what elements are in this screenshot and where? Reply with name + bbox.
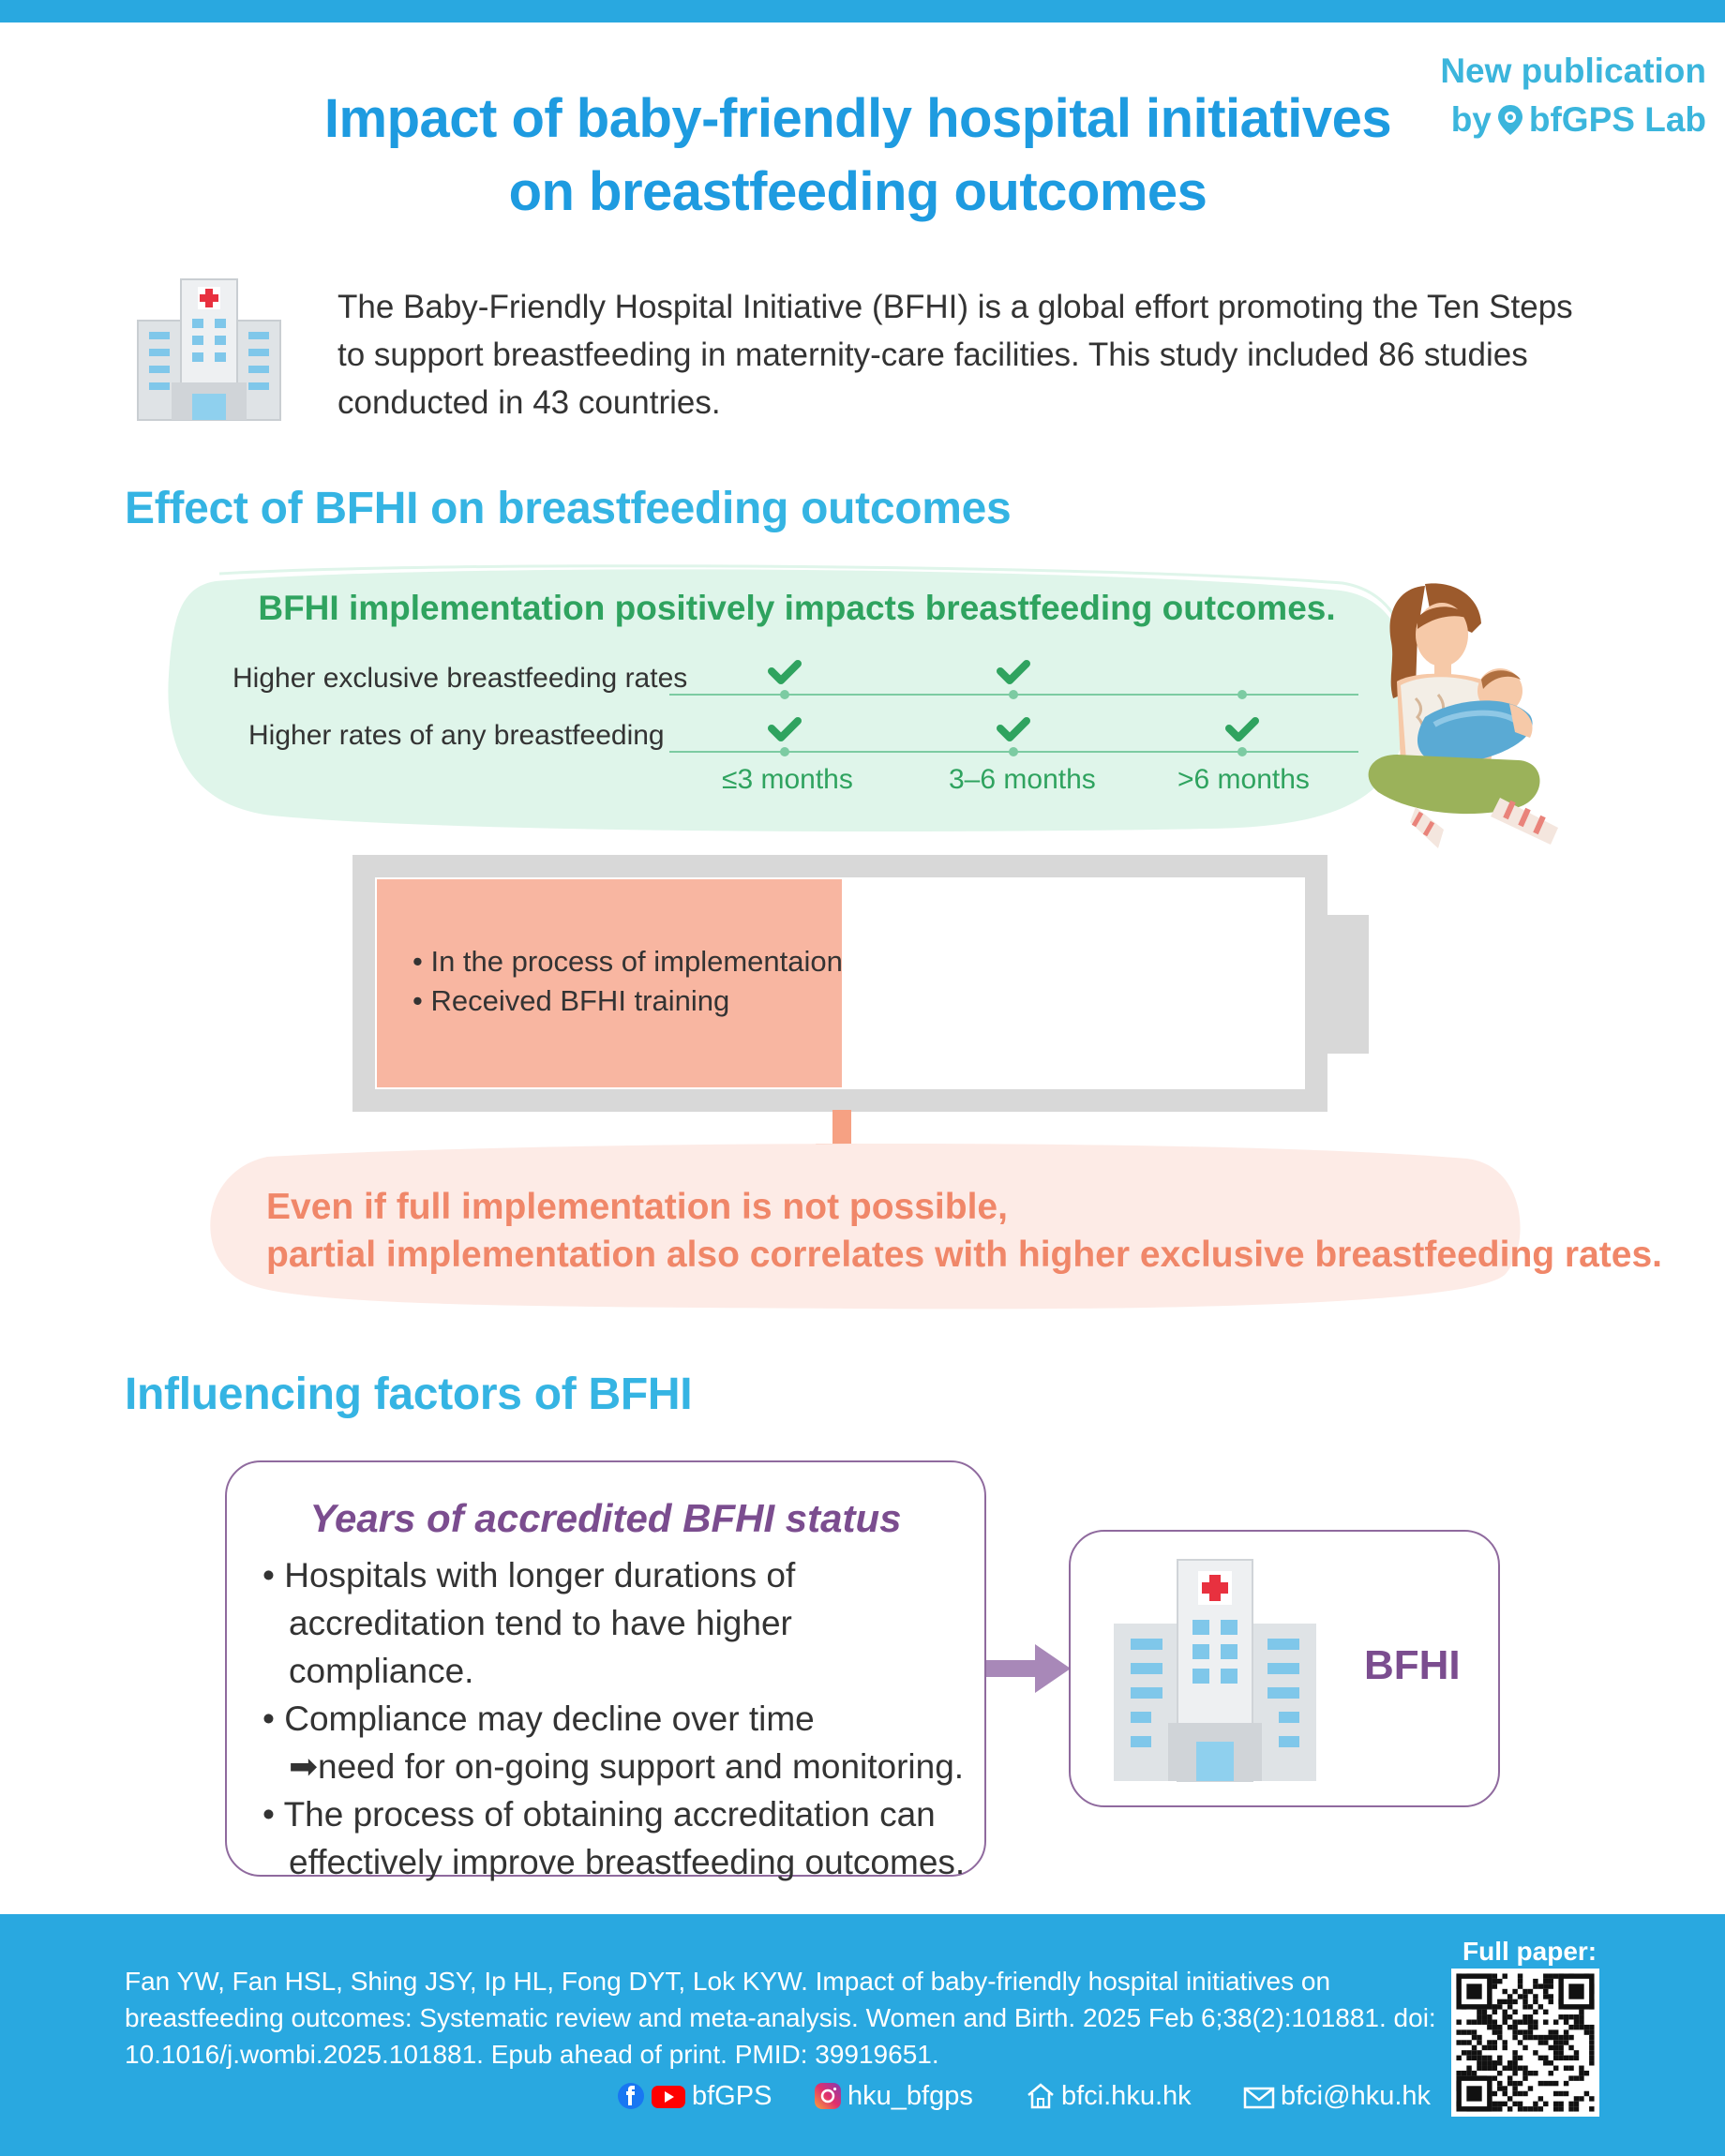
- website-url: bfci.hku.hk: [1061, 2081, 1192, 2111]
- title-line-1: Impact of baby-friendly hospital initiat…: [323, 88, 1392, 149]
- website-link[interactable]: bfci.hku.hk: [1026, 2081, 1192, 2112]
- accreditation-card: [225, 1460, 986, 1877]
- top-accent-bar: [0, 0, 1725, 22]
- right-arrow-icon: [986, 1644, 1071, 1698]
- hospital-icon: [136, 277, 282, 427]
- hospital-icon: [1112, 1558, 1318, 1788]
- home-icon: [1028, 2083, 1054, 2109]
- social-facebook-youtube[interactable]: bfGPS: [617, 2081, 772, 2112]
- social-instagram[interactable]: hku_bfgps: [814, 2081, 973, 2112]
- check-icon: [768, 717, 802, 741]
- check-icon: [1225, 717, 1259, 741]
- row-label-exclusive: Higher exclusive breastfeeding rates: [232, 663, 688, 694]
- page-title: Impact of baby-friendly hospital initiat…: [281, 82, 1434, 229]
- partial-note-line2: partial implementation also correlates w…: [266, 1235, 1662, 1275]
- check-icon: [997, 660, 1030, 684]
- outcomes-timeline: [669, 656, 1363, 764]
- intro-paragraph: The Baby-Friendly Hospital Initiative (B…: [338, 289, 1573, 421]
- period-label-0-3: ≤3 months: [722, 764, 853, 795]
- publisher-by: by: [1450, 100, 1492, 139]
- mail-icon: [1243, 2087, 1275, 2109]
- finding-line: • Hospitals with longer durations of: [262, 1556, 796, 1595]
- accreditation-findings: • Hospitals with longer durations of acc…: [262, 1551, 975, 1886]
- breastfeeding-mother-illustration: [1359, 576, 1575, 862]
- partial-note-line1: Even if full implementation is not possi…: [266, 1187, 1008, 1227]
- bfhi-label: BFHI: [1364, 1642, 1461, 1688]
- finding-line: • The process of obtaining accreditation…: [262, 1795, 936, 1834]
- social-handle: bfGPS: [692, 2081, 772, 2111]
- finding-line: • Compliance may decline over time: [262, 1699, 815, 1738]
- full-paper-label: Full paper:: [1462, 1937, 1598, 1966]
- title-line-2: on breastfeeding outcomes: [508, 161, 1208, 222]
- partial-note-background: [192, 1134, 1533, 1312]
- finding-line: accreditation tend to have higher compli…: [289, 1604, 792, 1690]
- period-label-3-6: 3–6 months: [949, 764, 1096, 795]
- bfhi-card: [1069, 1530, 1500, 1807]
- bfgps-logo-icon: [1495, 101, 1525, 150]
- footer: [0, 1914, 1725, 2156]
- period-label-6-plus: >6 months: [1178, 764, 1310, 795]
- citation-text: Fan YW, Fan HSL, Shing JSY, Ip HL, Fong …: [125, 1967, 1436, 2069]
- effect-section-heading: Effect of BFHI on breastfeeding outcomes: [125, 484, 1012, 533]
- publisher-badge-line1: New publication: [1440, 52, 1706, 90]
- row-label-any: Higher rates of any breastfeeding: [248, 720, 665, 751]
- partial-note: Even if full implementation is not possi…: [266, 1183, 1662, 1279]
- bullet-item: • Received BFHI training: [412, 984, 730, 1017]
- battery-shell: [352, 855, 1374, 1118]
- factors-section-heading: Influencing factors of BFHI: [125, 1370, 693, 1419]
- youtube-icon: [652, 2086, 685, 2108]
- partial-implementation-bullets: • In the process of implementaion • Rece…: [412, 942, 843, 1021]
- accreditation-card-title: Years of accredited BFHI status: [309, 1496, 902, 1540]
- battery-fill-level: [377, 879, 842, 1087]
- publisher-badge: New publication by bfGPS Lab: [1406, 47, 1706, 150]
- email-address: bfci@hku.hk: [1281, 2081, 1432, 2111]
- instagram-icon: [815, 2083, 841, 2109]
- finding-line: effectively improve breastfeeding outcom…: [289, 1843, 966, 1881]
- check-icon: [997, 717, 1030, 741]
- finding-line: ➡need for on-going support and monitorin…: [289, 1747, 965, 1786]
- check-icon: [768, 660, 802, 684]
- email-link[interactable]: bfci@hku.hk: [1243, 2081, 1431, 2112]
- bullet-item: • In the process of implementaion: [412, 945, 843, 978]
- outcomes-summary: BFHI implementation positively impacts b…: [258, 589, 1336, 627]
- qr-code-icon[interactable]: [1451, 1969, 1599, 2117]
- social-handle: hku_bfgps: [848, 2081, 973, 2111]
- publisher-lab-name: bfGPS Lab: [1528, 100, 1706, 139]
- facebook-icon: [618, 2083, 644, 2109]
